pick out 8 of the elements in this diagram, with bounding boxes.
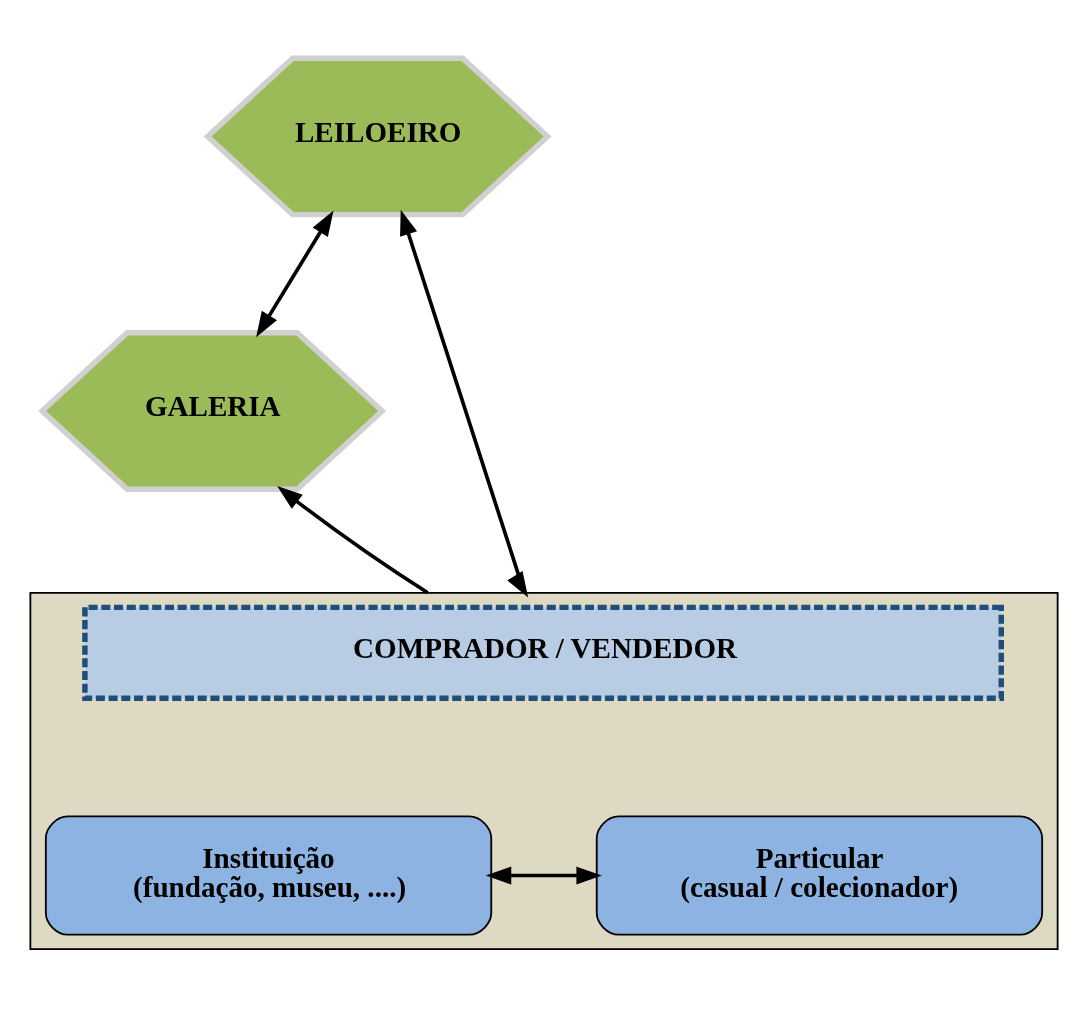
- arrow: [277, 486, 429, 595]
- arrow: [400, 209, 529, 598]
- node-box: COMPRADOR / VENDEDOR: [82, 604, 1004, 701]
- node-box: Instituição (fundação, museu, ....): [44, 815, 493, 936]
- cluster: [29, 591, 1059, 951]
- arrow: [485, 866, 602, 885]
- node-box: Particular (casual / colecionador): [595, 815, 1044, 936]
- arrow: [256, 210, 334, 338]
